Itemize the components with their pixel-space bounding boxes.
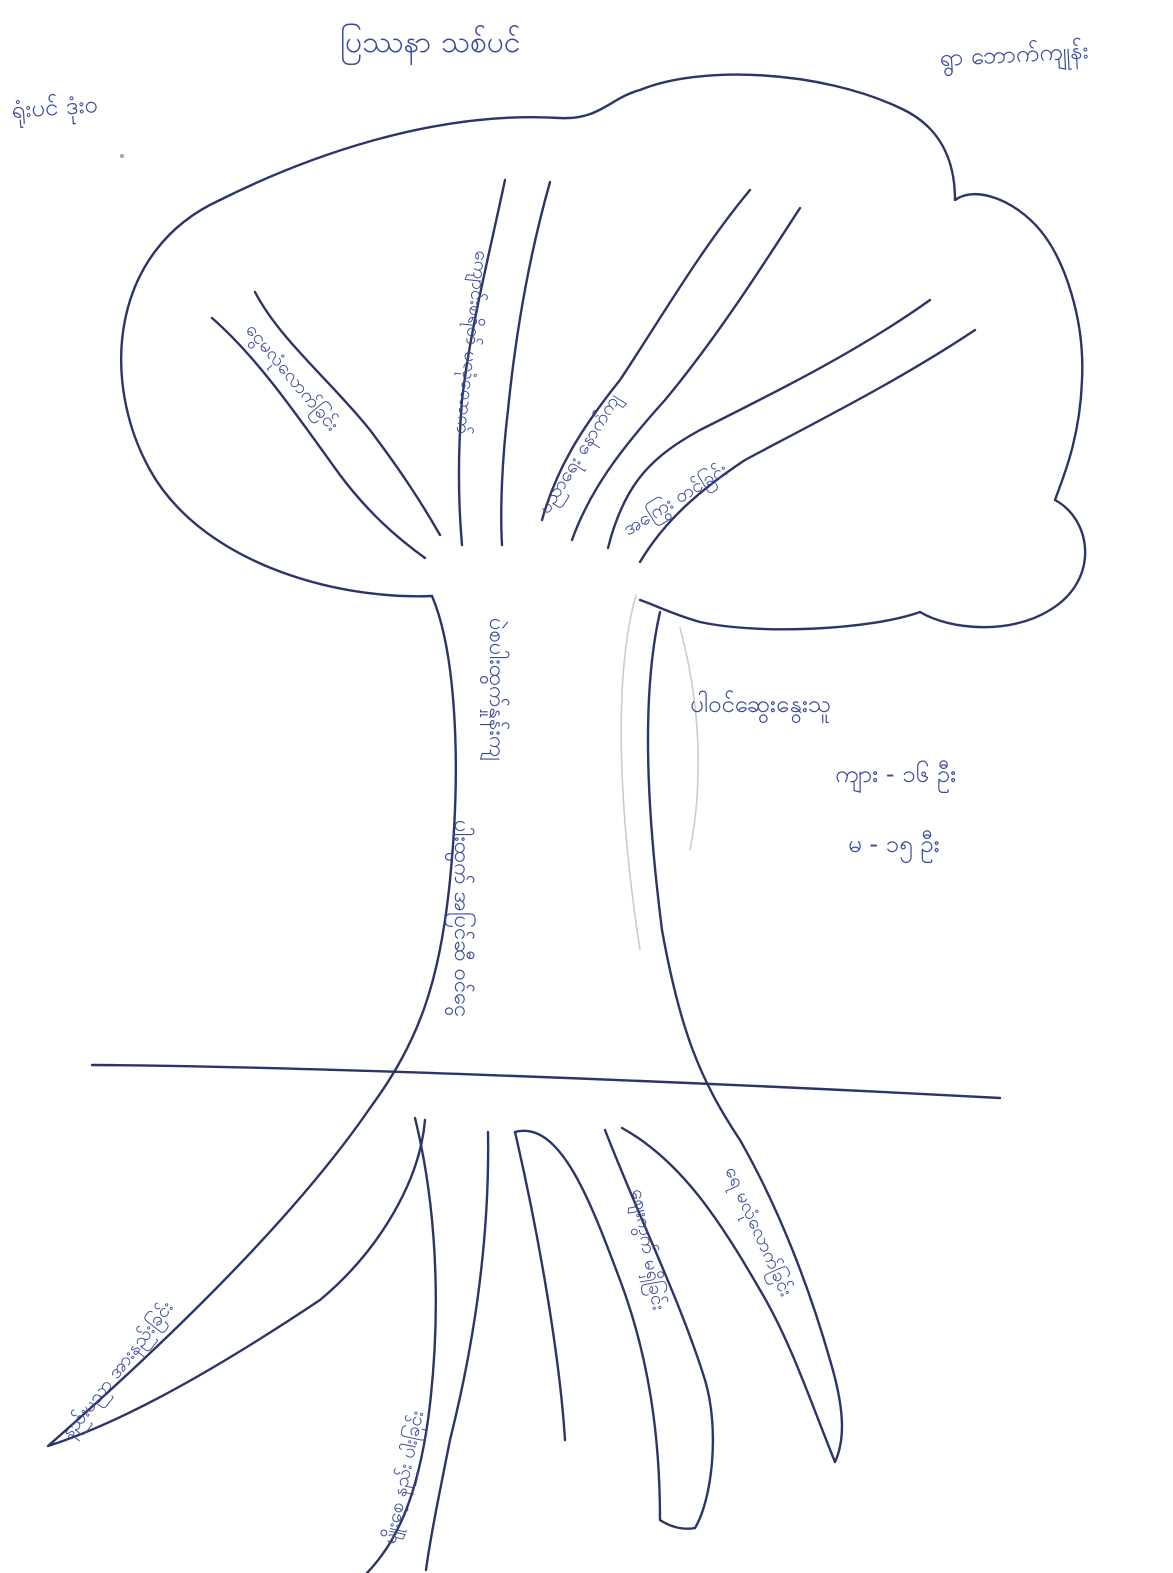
ground-line xyxy=(90,1063,1002,1100)
stray-dot xyxy=(120,154,124,158)
branch-outline-1 xyxy=(210,290,442,560)
branch-outline-3 xyxy=(540,188,802,542)
branch-outline-2 xyxy=(457,178,552,547)
header-right-note: ရွာ ဘောက်ကျုန်း xyxy=(939,35,1090,78)
branch-label-1: ငွေမလုံလောက်ခြင်း xyxy=(238,318,345,438)
root-label-1: နည်းပညာ အားနည်းခြင်း xyxy=(55,1296,181,1446)
tree-trunk-right xyxy=(646,610,742,1142)
participants-male: ကျား - ၁၆ ဦး xyxy=(835,759,956,793)
branch-label-3: ပညာရေး နောက်ကျ xyxy=(533,389,629,520)
trunk-label-1: ပဲစပါးထွက်နှုန်းကျ xyxy=(479,618,510,761)
header-left-note: ရုံးပင် ဒုံးဝ xyxy=(10,89,99,129)
diagram-title: ပြဿနာ သစ်ပင် xyxy=(340,23,521,66)
root-outline-4 xyxy=(620,1126,844,1464)
branch-label-2: ကျောင်းစရိတ် မလုံလောက် xyxy=(448,249,494,435)
participants-female: မ - ၁၅ ဦး xyxy=(848,829,940,863)
tree-trunk-left xyxy=(368,594,457,1110)
trunk-label-2: ပါးထွက် အပြင်ဆီ ဝင်ငွေ xyxy=(444,820,476,1017)
root-outline-1 xyxy=(46,1106,427,1448)
root-label-3: ဈေးကွက် မရှိခြင်း xyxy=(623,1187,672,1313)
root-label-2: မျိုးစေ့ နည်း ပါးခြင်း xyxy=(376,1408,432,1547)
canopy-pencil-line xyxy=(679,627,699,851)
root-outline-3 xyxy=(513,1128,715,1530)
root-label-4: ရေ မလုံလောက်ခြင်း xyxy=(717,1162,799,1301)
trunk-pencil-line xyxy=(620,594,641,951)
participants-title: ပါဝင်ဆွေးနွေးသူ xyxy=(690,689,831,724)
root-outline-2 xyxy=(365,1116,567,1573)
branch-outline-4 xyxy=(606,298,977,564)
tree-canopy-outline xyxy=(119,73,1087,631)
branch-label-4: အကြွေး တင်ခြင်း xyxy=(618,457,734,544)
